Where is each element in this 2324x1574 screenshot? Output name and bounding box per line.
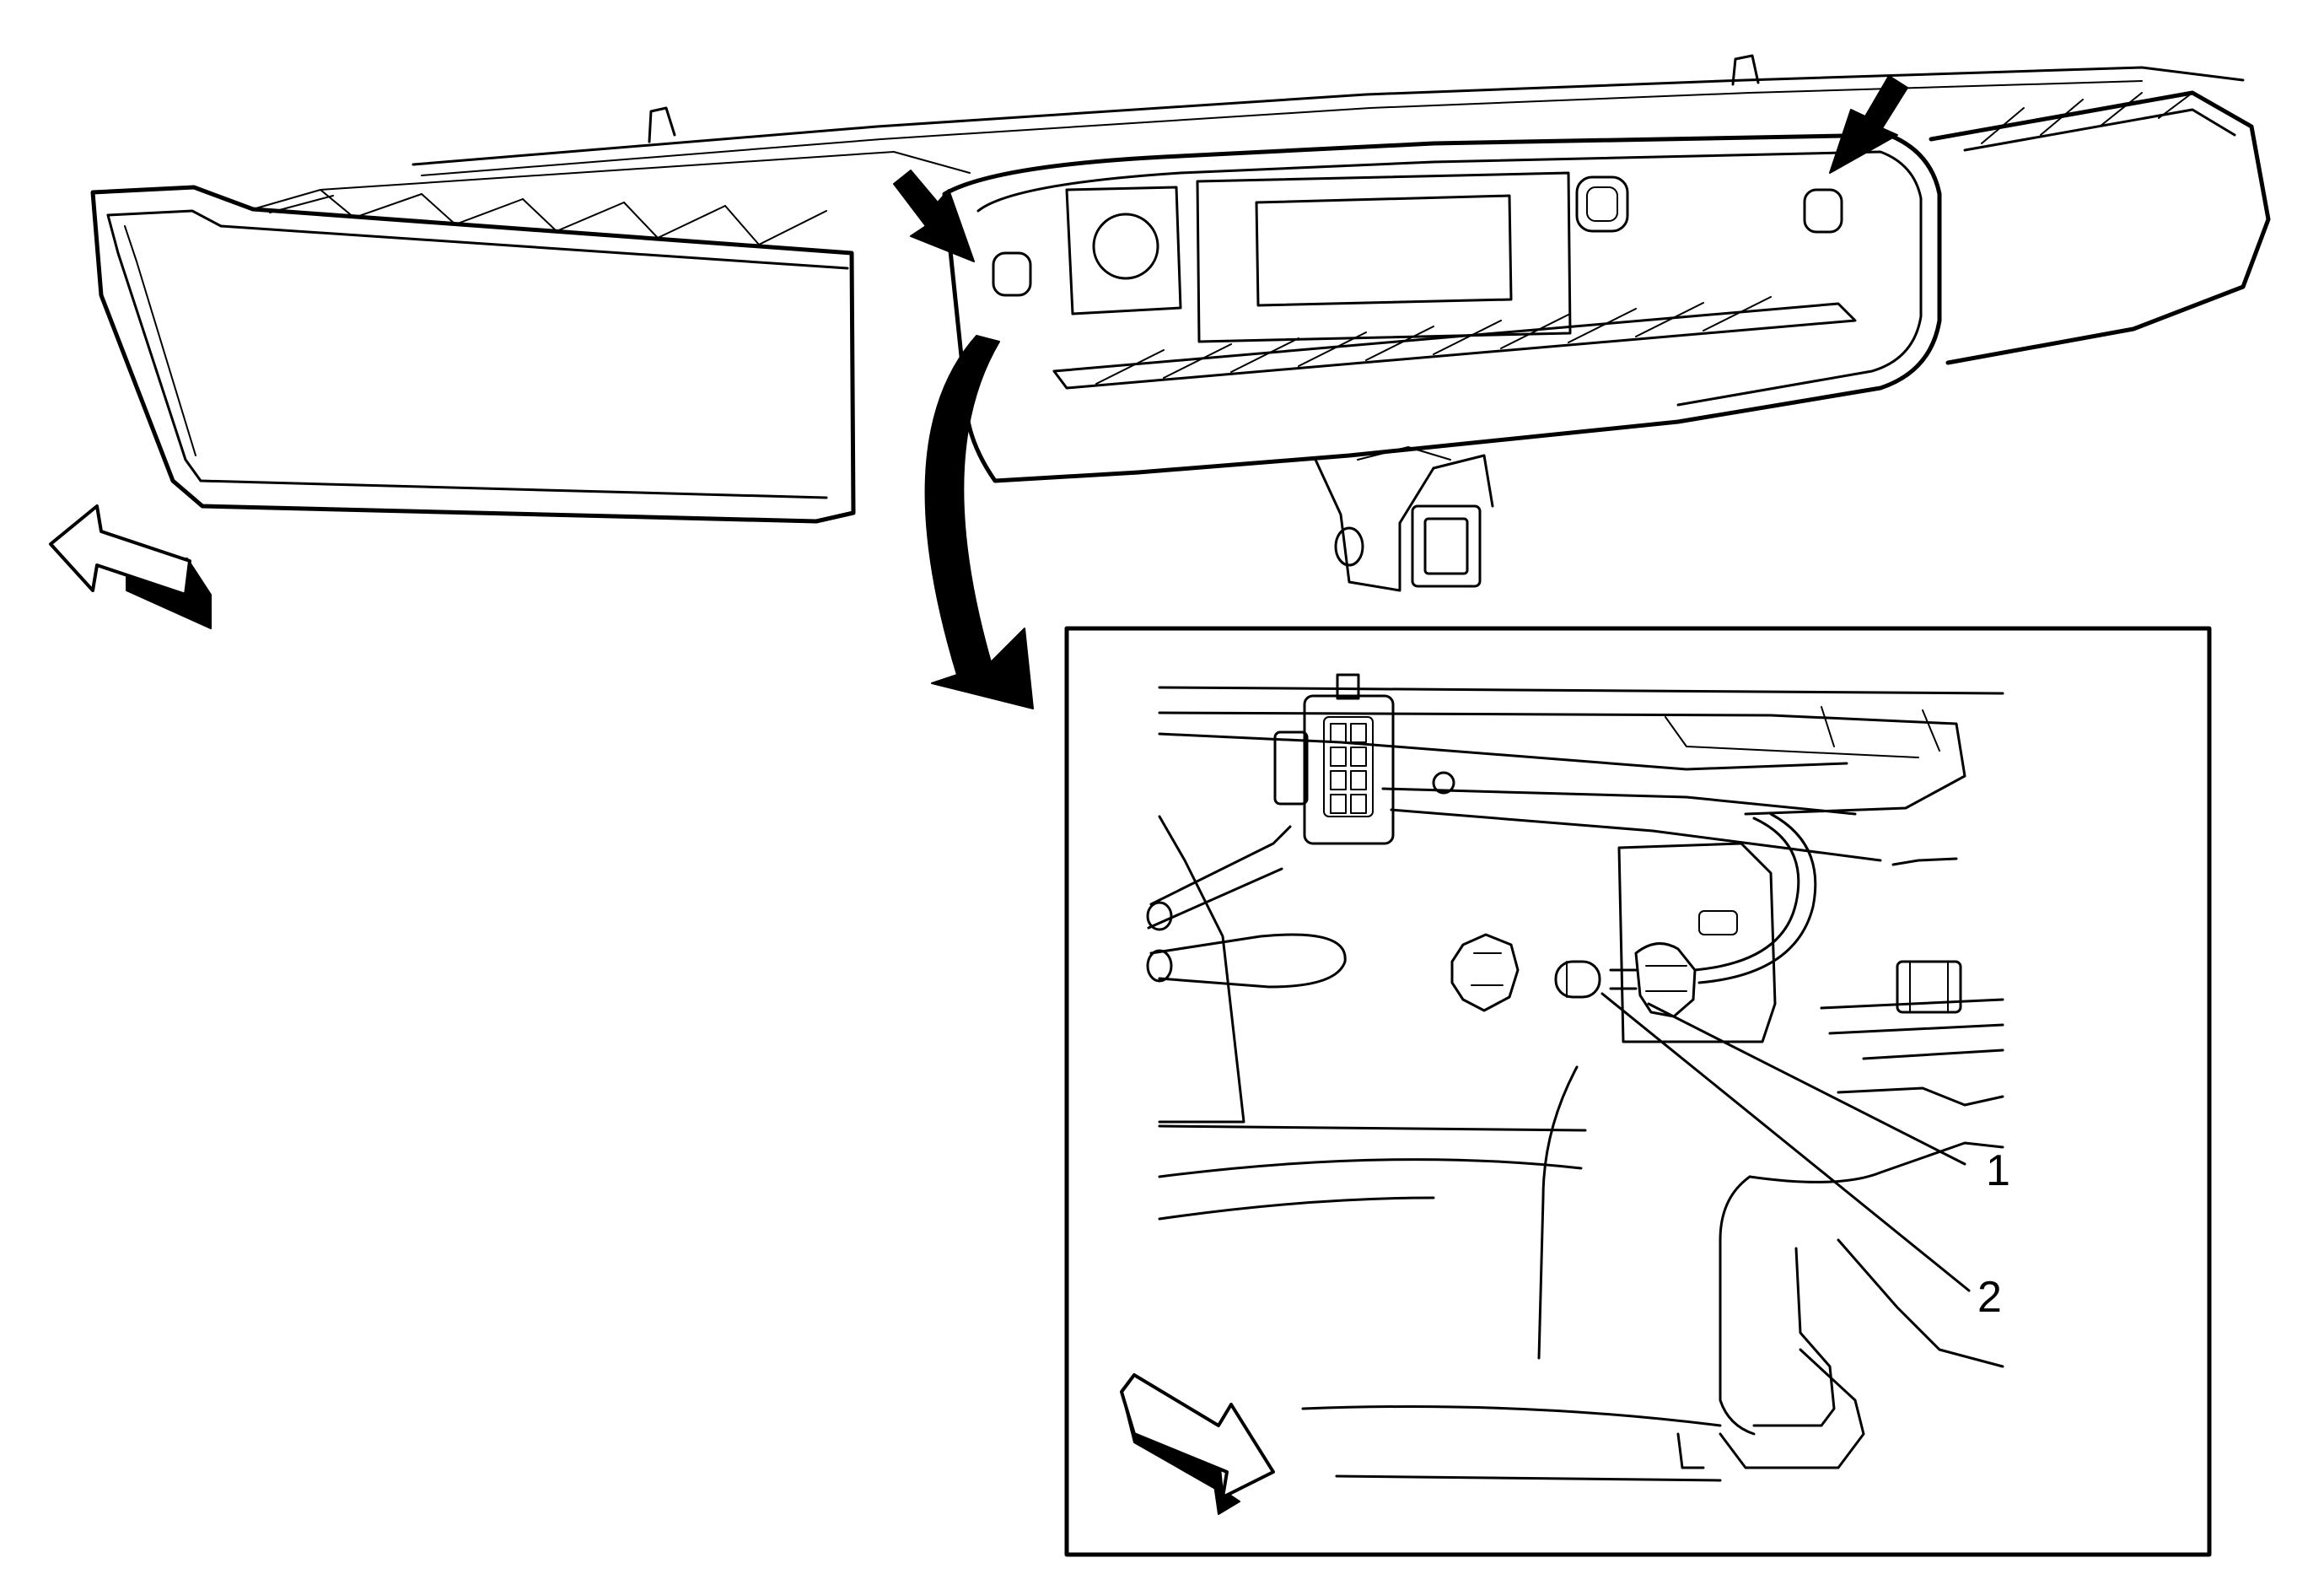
bulb (1554, 960, 1601, 999)
location-arrows (893, 75, 1908, 262)
detail-inset: 1 2 (1064, 626, 2212, 1557)
rear-bumper-assembly (90, 54, 2271, 592)
leader-line-1 (1647, 1002, 1966, 1166)
bulb-holder (1450, 933, 1520, 1012)
callout-1-label: 1 (1986, 1146, 2010, 1195)
forward-direction-arrow (49, 504, 212, 629)
rearward-direction-arrow (1120, 1373, 1275, 1515)
detail-frame (1064, 626, 2212, 1557)
leader-line-2 (1600, 992, 1971, 1292)
arrow-right-sensor (1829, 75, 1908, 174)
callout-2-label: 2 (1977, 1273, 2002, 1322)
bulb-socket (1609, 942, 1697, 1018)
arrow-left-sensor (893, 170, 975, 262)
detail-view-arrow (924, 335, 1034, 709)
trailer-connector (1273, 673, 1395, 845)
